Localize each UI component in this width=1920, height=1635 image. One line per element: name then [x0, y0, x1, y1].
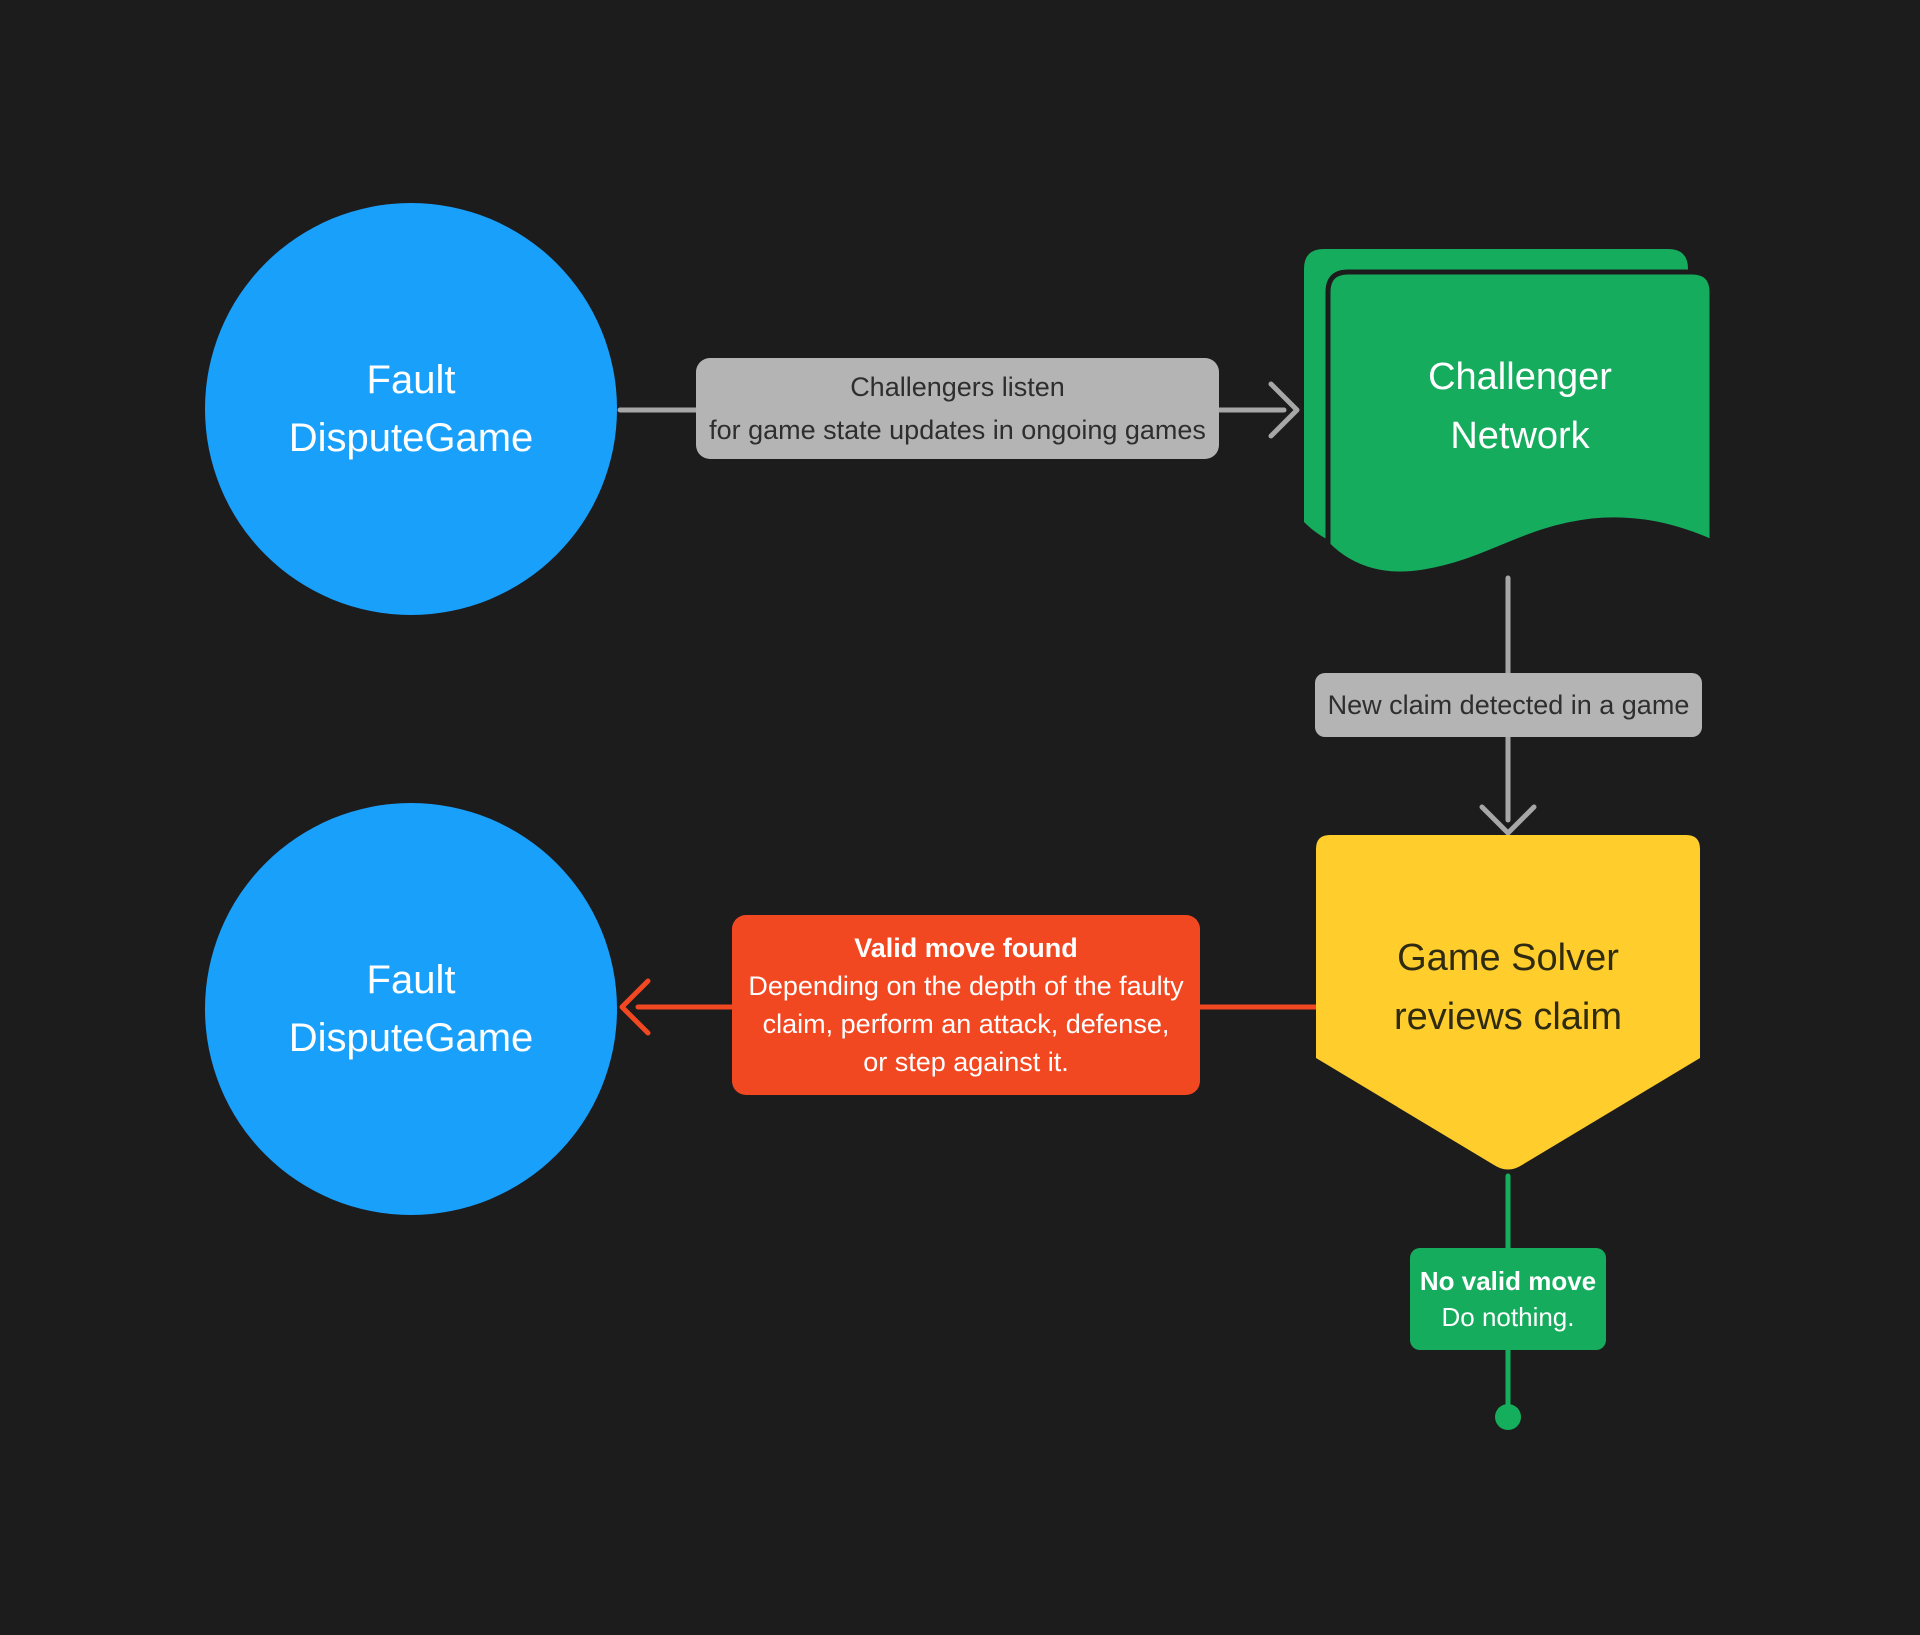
edge-label-title: Valid move found	[854, 933, 1078, 963]
arrow-down-icon	[1479, 804, 1537, 836]
edge-label-challengers-listen: Challengers listen for game state update…	[696, 358, 1219, 459]
endpoint-dot-icon	[1495, 1404, 1521, 1430]
edge-label-line: Depending on the depth of the faulty	[748, 971, 1184, 1001]
edge-label-line: for game state updates in ongoing games	[709, 414, 1206, 445]
arrow-left-icon	[619, 978, 651, 1036]
edge-label-valid-move: Valid move found Depending on the depth …	[732, 915, 1200, 1095]
arrow-right-icon	[1268, 381, 1300, 439]
node-label-line: Fault	[366, 958, 456, 1002]
node-label-line: DisputeGame	[288, 1016, 534, 1060]
edge-label-title: No valid move	[1419, 1266, 1597, 1296]
node-challenger-network-shape	[1304, 249, 1715, 577]
node-game-solver-shape	[1316, 835, 1700, 1170]
edge-label-line: New claim detected in a game	[1327, 689, 1690, 720]
edge-label-no-valid-move: No valid move Do nothing.	[1410, 1248, 1606, 1350]
edge-label-line: Do nothing.	[1441, 1302, 1575, 1332]
node-fault-dispute-game-bottom: Fault DisputeGame	[205, 803, 617, 1215]
node-fault-dispute-game-top: Fault DisputeGame	[205, 203, 617, 615]
edge-label-new-claim: New claim detected in a game	[1315, 673, 1702, 737]
edge-label-line: or step against it.	[863, 1047, 1069, 1077]
edge-label-line: Challengers listen	[850, 371, 1065, 402]
edge-label-line: claim, perform an attack, defense,	[762, 1009, 1170, 1039]
document-shape-front	[1325, 269, 1715, 577]
node-label-line: Fault	[366, 358, 456, 402]
node-label-line: DisputeGame	[288, 416, 534, 460]
